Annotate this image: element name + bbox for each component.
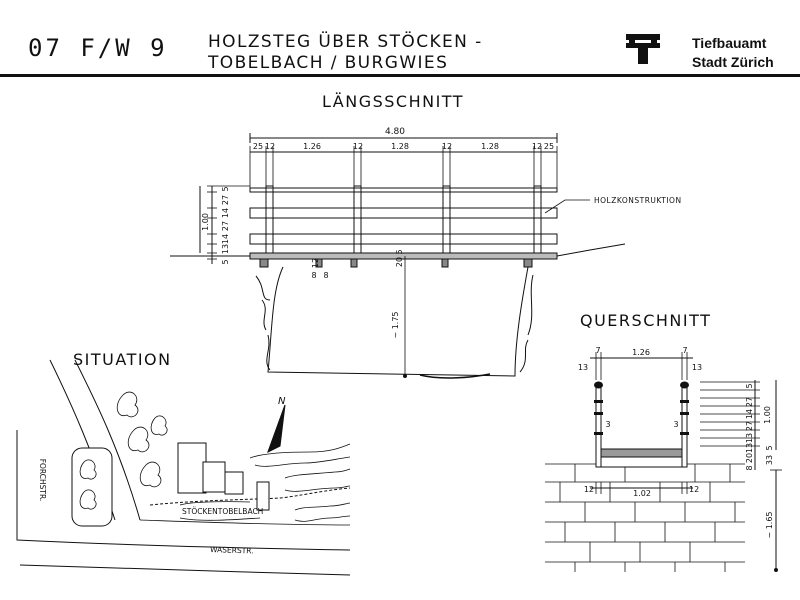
q-dim-height: 1.00 bbox=[763, 406, 772, 424]
q-dim-bottom-width: 1.02 bbox=[633, 489, 651, 498]
dim-seg-5: 1.28 bbox=[391, 142, 409, 151]
plan-title: HOLZSTEG ÜBER STÖCKEN - TOBELBACH / BURG… bbox=[208, 32, 483, 74]
org-line-1: Tiefbauamt bbox=[692, 35, 767, 51]
dim-v-2: 27 bbox=[221, 195, 230, 205]
dim-total-length: 4.80 bbox=[385, 127, 405, 137]
org-line-2: Stadt Zürich bbox=[692, 54, 774, 70]
cross-section bbox=[545, 352, 782, 572]
dim-v-3: 14 bbox=[221, 208, 230, 218]
q-dim-depth: ~ 1.65 bbox=[765, 511, 774, 538]
q-dim-post-left: 13 bbox=[578, 363, 588, 372]
dim-creek-depth: ~ 1.75 bbox=[391, 311, 400, 338]
dim-v-5: 14 bbox=[221, 234, 230, 244]
q-dim-v-1: 5 bbox=[745, 383, 754, 388]
dim-deck-20: 20 bbox=[395, 257, 404, 267]
section-title-laengsschnitt: LÄNGSSCHNITT bbox=[322, 92, 465, 111]
dim-seg-3: 1.26 bbox=[303, 142, 321, 151]
header-rule bbox=[0, 74, 800, 77]
q-dim-top-left: 7 bbox=[595, 346, 600, 355]
q-dim-v-2: 27 bbox=[745, 397, 754, 407]
dim-deck-5: 5 bbox=[395, 249, 404, 254]
q-dim-bottom-left: 12 bbox=[584, 485, 594, 494]
q-dim-33: 33 bbox=[765, 455, 774, 465]
label-stoeckentobelbach: STÖCKENTOBELBACH bbox=[182, 507, 263, 516]
organisation: Tiefbauamt Stadt Zürich bbox=[692, 34, 774, 72]
dim-bracket-8: 8 bbox=[311, 271, 316, 280]
dim-railing-height: 1.00 bbox=[201, 213, 210, 231]
q-dim-v-3: 14 bbox=[745, 409, 754, 419]
q-dim-v-4: 27 bbox=[745, 421, 754, 431]
q-dim-bottom-right: 12 bbox=[689, 485, 699, 494]
dim-v-6: 13 bbox=[221, 244, 230, 254]
dim-bracket-8b: 8 bbox=[323, 271, 328, 280]
dim-seg-2: 12 bbox=[265, 142, 275, 151]
section-title-situation: SITUATION bbox=[73, 350, 172, 369]
dim-seg-8: 12 bbox=[532, 142, 542, 151]
title-line-2: TOBELBACH / BURGWIES bbox=[208, 53, 449, 73]
dim-v-4: 27 bbox=[221, 221, 230, 231]
q-dim-5: 5 bbox=[765, 445, 774, 450]
label-forchstrasse: FORCHSTR. bbox=[38, 459, 47, 502]
dim-v-1: 5 bbox=[221, 186, 230, 191]
q-dim-top-right: 7 bbox=[682, 346, 687, 355]
longitudinal-section bbox=[170, 133, 626, 379]
dim-seg-1: 25 bbox=[253, 142, 263, 151]
label-holzkonstruktion: HOLZKONSTRUKTION bbox=[594, 196, 682, 205]
q-dim-v-7: 20 bbox=[745, 453, 754, 463]
dim-seg-6: 12 bbox=[442, 142, 452, 151]
dim-seg-7: 1.28 bbox=[481, 142, 499, 151]
tiefbauamt-logo-icon bbox=[626, 34, 660, 64]
q-dim-post-right: 13 bbox=[692, 363, 702, 372]
label-waserstrasse: WASERSTR. bbox=[210, 545, 254, 556]
dim-v-bottom: 5 bbox=[221, 259, 230, 264]
q-dim-side-right: 3 bbox=[673, 420, 678, 429]
site-plan bbox=[16, 359, 351, 576]
q-dim-top-width: 1.26 bbox=[632, 348, 650, 357]
q-dim-v-8: 8 bbox=[745, 465, 754, 470]
q-dim-v-5: 13 bbox=[745, 433, 754, 443]
dim-bracket-12: 12 bbox=[311, 258, 320, 268]
north-arrow-label: N bbox=[278, 396, 286, 407]
section-title-querschnitt: QUERSCHNITT bbox=[580, 311, 712, 330]
title-line-1: HOLZSTEG ÜBER STÖCKEN - bbox=[208, 32, 483, 52]
dim-seg-4: 12 bbox=[353, 142, 363, 151]
q-dim-side-left: 3 bbox=[605, 420, 610, 429]
plan-code: 07 F/W 9 bbox=[28, 34, 168, 62]
q-dim-v-6: 13 bbox=[745, 443, 754, 453]
dim-seg-9: 25 bbox=[544, 142, 554, 151]
